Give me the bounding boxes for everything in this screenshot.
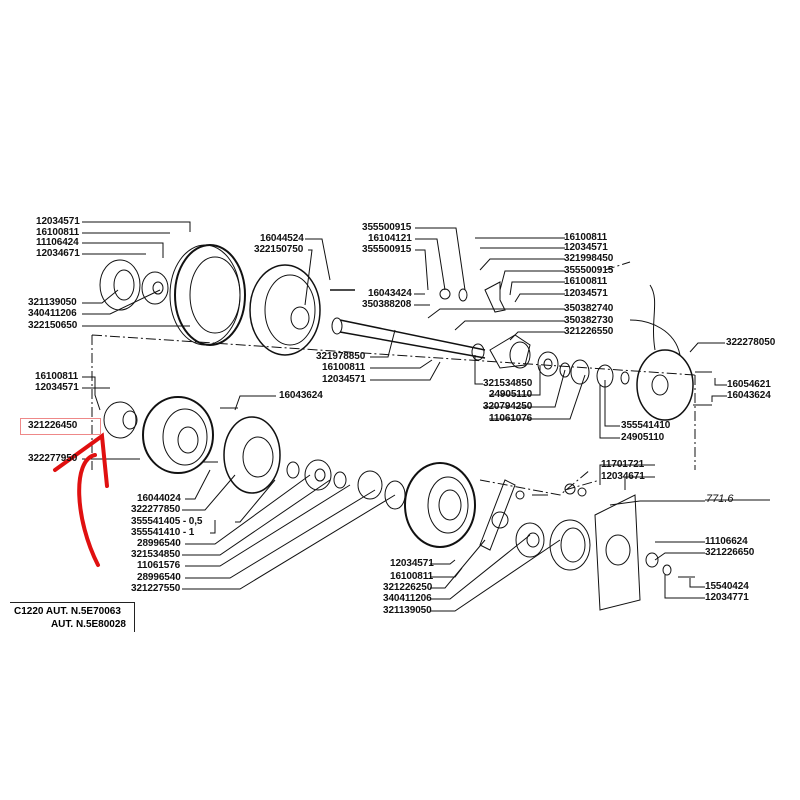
part-label: 16100811: [322, 362, 366, 373]
part-label: 11106624: [705, 536, 748, 547]
part-label: 24905110: [489, 389, 533, 400]
part-label: 350382730: [564, 315, 614, 326]
part-label: 321139050: [383, 605, 432, 616]
part-label: 16044024: [137, 493, 181, 504]
part-label: 12034771: [705, 592, 749, 603]
part-label: 322277850: [131, 504, 181, 515]
part-label: 16104121: [368, 233, 412, 244]
part-label: 340411206: [28, 308, 77, 319]
part-label: 322150750: [254, 244, 304, 255]
title-line-2: AUT. N.5E80028: [50, 619, 126, 630]
part-label: 28996540: [137, 538, 181, 549]
part-label: 16043624: [279, 390, 323, 401]
title-line-1: C1220 AUT. N.5E70063: [14, 606, 121, 617]
part-label: 320794250: [483, 401, 533, 412]
part-label: 12034571: [36, 216, 80, 227]
part-label: 321226550: [564, 326, 614, 337]
part-label: 16100811: [35, 371, 79, 382]
part-label: 340411206: [383, 593, 432, 604]
part-label: 16044524: [260, 233, 304, 244]
part-label: 12034571: [35, 382, 79, 393]
part-label: 355541410: [621, 420, 671, 431]
part-label: 355541410 - 1: [131, 527, 195, 538]
part-label: 322277950: [28, 453, 78, 464]
part-label: 321534850: [131, 549, 181, 560]
part-label: 16100811: [564, 276, 608, 287]
red-arrow-annotation: [53, 432, 109, 567]
part-label: 321227550: [131, 583, 181, 594]
part-label: 350382740: [564, 303, 614, 314]
reference-number: 771.6: [706, 493, 734, 505]
part-label: 11701721: [601, 459, 645, 470]
part-label: 11061076: [489, 413, 533, 424]
part-label: 355500915: [564, 265, 614, 276]
part-label: 12034571: [322, 374, 366, 385]
part-label: 12034571: [390, 558, 434, 569]
part-label: 16100811: [390, 571, 434, 582]
highlight-box: [20, 418, 101, 435]
part-label: 12034671: [601, 471, 645, 482]
part-label: 16100811: [564, 232, 608, 243]
part-label: 321226650: [705, 547, 755, 558]
part-label: 28996540: [137, 572, 181, 583]
part-label: 321139050: [28, 297, 77, 308]
part-label: 322278050: [726, 337, 776, 348]
part-label: 12034571: [564, 288, 608, 299]
part-label: 24905110: [621, 432, 665, 443]
part-label: 355500915: [362, 244, 412, 255]
part-label: 16043424: [368, 288, 412, 299]
part-label: 322150650: [28, 320, 78, 331]
part-label: 321978850: [316, 351, 366, 362]
part-label: 16054621: [727, 379, 771, 390]
part-label: 355541405 - 0,5: [131, 516, 203, 527]
part-label: 321998450: [564, 253, 614, 264]
part-label: 11061576: [137, 560, 181, 571]
part-label: 16043624: [727, 390, 771, 401]
part-label: 350388208: [362, 299, 412, 310]
part-label: 12034671: [36, 248, 80, 259]
part-label: 321226250: [383, 582, 433, 593]
part-label: 355500915: [362, 222, 412, 233]
part-label: 16100811: [36, 227, 80, 238]
part-label: 11106424: [36, 237, 79, 248]
part-label: 15540424: [705, 581, 749, 592]
part-label: 321534850: [483, 378, 533, 389]
title-block: C1220 AUT. N.5E70063 AUT. N.5E80028: [10, 602, 135, 632]
highlighted-part-label: 321226450: [28, 420, 78, 431]
part-label: 12034571: [564, 242, 608, 253]
